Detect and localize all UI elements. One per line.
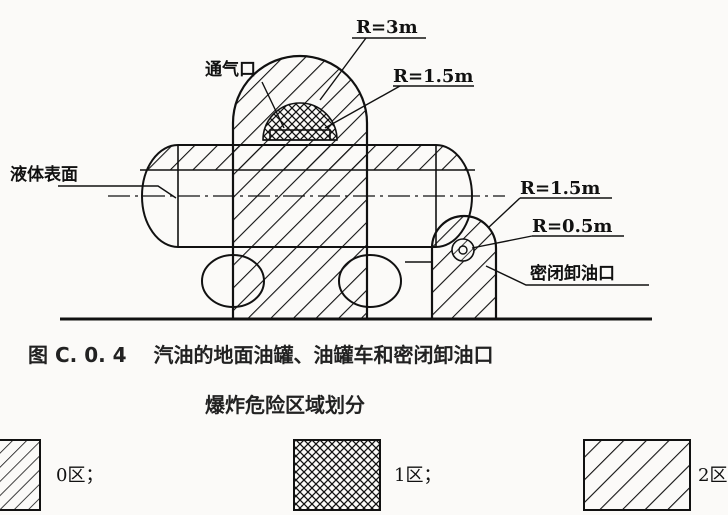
legend-swatch-zone2 bbox=[583, 439, 691, 511]
legend-label-zone2: 2区 bbox=[698, 465, 727, 486]
legend-label-zone1: 1区； bbox=[394, 465, 441, 486]
unloading-port-zone bbox=[405, 214, 498, 321]
caption-line1: 图 C. 0. 4 汽油的地面油罐、油罐车和密闭卸油口 bbox=[28, 343, 494, 367]
leader-lines bbox=[58, 37, 649, 286]
label-vent: 通气口 bbox=[205, 59, 256, 80]
legend-swatch-zone0 bbox=[0, 439, 41, 511]
legend-label-zone0: 0区； bbox=[56, 465, 103, 486]
label-r3m: R=3m bbox=[356, 17, 418, 38]
caption-line2: 爆炸危险区域划分 bbox=[205, 393, 365, 417]
legend: 0区； 1区； 2区 bbox=[0, 439, 727, 511]
label-liquid-surface: 液体表面 bbox=[10, 164, 78, 185]
label-r0-5m: R=0.5m bbox=[532, 216, 612, 237]
vent-zone-r3 bbox=[231, 54, 369, 321]
label-r1-5m-vent: R=1.5m bbox=[393, 66, 473, 87]
label-closed-unloading-port: 密闭卸油口 bbox=[530, 263, 615, 284]
legend-swatch-zone1 bbox=[293, 439, 381, 511]
label-r1-5m-port: R=1.5m bbox=[520, 178, 600, 199]
